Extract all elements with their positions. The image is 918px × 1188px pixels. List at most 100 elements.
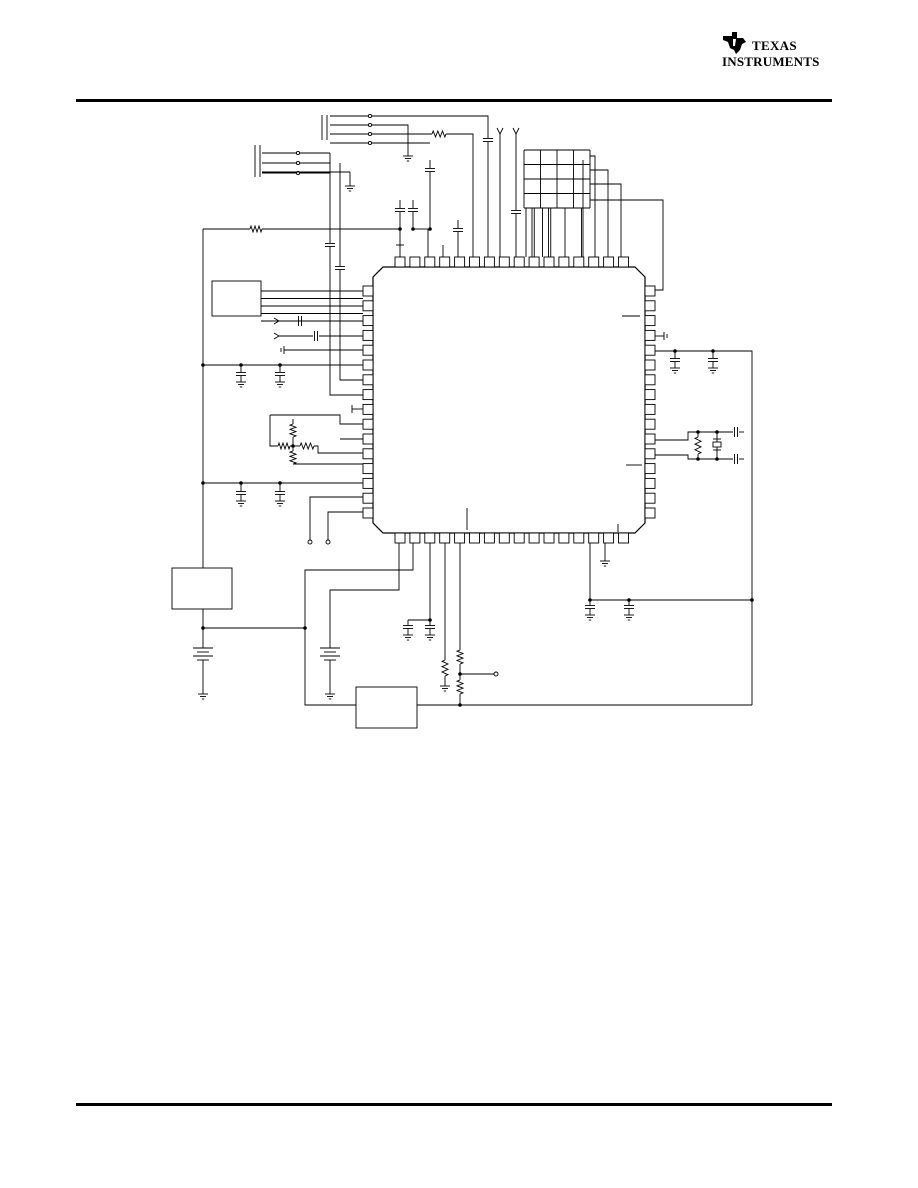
ic-pin: [644, 389, 656, 401]
ic-pin: [644, 359, 656, 371]
ic-pin: [644, 285, 656, 297]
ic-pin: [644, 463, 656, 475]
ic-pin: [644, 403, 656, 415]
wire: [329, 247, 363, 396]
capacitor: [453, 228, 463, 232]
footer-rule: [76, 1103, 832, 1106]
ic-pin: [362, 463, 374, 475]
ic-pin: [439, 532, 451, 544]
ic-pin: [644, 418, 656, 430]
wire: [590, 169, 609, 257]
junction-dot: [711, 349, 715, 353]
supervisor-block: [355, 686, 418, 729]
switch-contact: [295, 160, 301, 166]
ground-symbol-icon: [403, 629, 413, 641]
capacitor: [708, 358, 718, 362]
ic-pin: [513, 256, 525, 268]
junction-dot: [278, 363, 282, 367]
ic-pin: [362, 285, 374, 297]
wire: [446, 133, 474, 257]
resistor: [455, 679, 465, 695]
junction-dot: [201, 626, 205, 630]
ic-pin: [498, 532, 510, 544]
junction-dot: [673, 349, 677, 353]
crystal: [712, 441, 722, 448]
microcontroller-body: [372, 266, 646, 534]
junction-dot: [588, 598, 592, 602]
terminal: [307, 539, 313, 545]
schematic-parts: [171, 113, 754, 729]
ic-pin: [362, 492, 374, 504]
ground-symbol-icon: [600, 555, 610, 567]
wire: [309, 496, 363, 540]
resistor: [277, 441, 291, 451]
ic-pin: [362, 448, 374, 460]
terminal: [493, 671, 499, 677]
header-rule: [76, 99, 832, 102]
ic-pin: [644, 329, 656, 341]
ic-pin: [362, 477, 374, 489]
ic-pin: [528, 256, 540, 268]
resistor: [299, 441, 315, 451]
switch-contact: [367, 122, 373, 128]
ic-pin: [469, 256, 480, 268]
junction-dot: [696, 430, 700, 434]
ic-pin: [362, 344, 374, 356]
ic-pin: [618, 532, 629, 544]
junction-dot: [428, 227, 432, 231]
ic-pin: [644, 344, 656, 356]
interface-block: [211, 280, 262, 317]
ground-symbol-icon: [236, 376, 246, 388]
capacitor: [624, 605, 634, 609]
ti-state-logo-icon: [723, 32, 746, 54]
ic-pin: [573, 256, 585, 268]
ic-pin: [618, 256, 629, 268]
regulator-block: [171, 567, 233, 610]
ic-pin: [454, 532, 466, 544]
resistor: [431, 129, 447, 139]
capacitor: [734, 427, 738, 437]
brand-logo: TEXAS INSTRUMENTS: [720, 30, 832, 72]
ground-symbol-icon: [708, 362, 718, 374]
wire: [273, 332, 280, 340]
battery: [320, 647, 340, 661]
ic-pin: [469, 532, 480, 544]
schematic-wires: [202, 115, 753, 706]
brand-name-line1: TEXAS: [752, 38, 797, 53]
junction-dot: [278, 481, 282, 485]
ic-pin: [588, 532, 600, 544]
ic-pin: [362, 329, 374, 341]
ic-pin: [498, 256, 510, 268]
ic-pin: [603, 256, 615, 268]
junction-dot: [239, 363, 243, 367]
resistor: [455, 649, 465, 665]
ground-symbol-icon: [670, 362, 680, 374]
ic-pin: [454, 256, 466, 268]
junction-dot: [201, 363, 205, 367]
ic-pins: [362, 256, 656, 544]
ic-pin: [362, 403, 374, 415]
ic-pin: [528, 532, 540, 544]
ic-pin: [543, 532, 555, 544]
ic-pin: [573, 532, 585, 544]
switch-contact: [295, 170, 301, 176]
junction-dot: [291, 444, 295, 448]
ground-symbol-icon: [325, 688, 335, 700]
junction-dot: [411, 227, 415, 231]
capacitor: [314, 331, 318, 341]
ic-pin: [424, 256, 436, 268]
wire: [327, 511, 363, 540]
capacitor: [395, 208, 405, 212]
battery: [193, 647, 213, 661]
wire: [512, 127, 520, 136]
resistor: [440, 659, 450, 677]
wire: [339, 270, 363, 381]
capacitor: [403, 625, 413, 629]
ic-pin: [409, 532, 421, 544]
wire: [496, 127, 504, 136]
capacitor: [275, 491, 285, 495]
junction-dot: [398, 227, 402, 231]
ic-pin: [644, 492, 656, 504]
capacitor: [236, 372, 246, 376]
